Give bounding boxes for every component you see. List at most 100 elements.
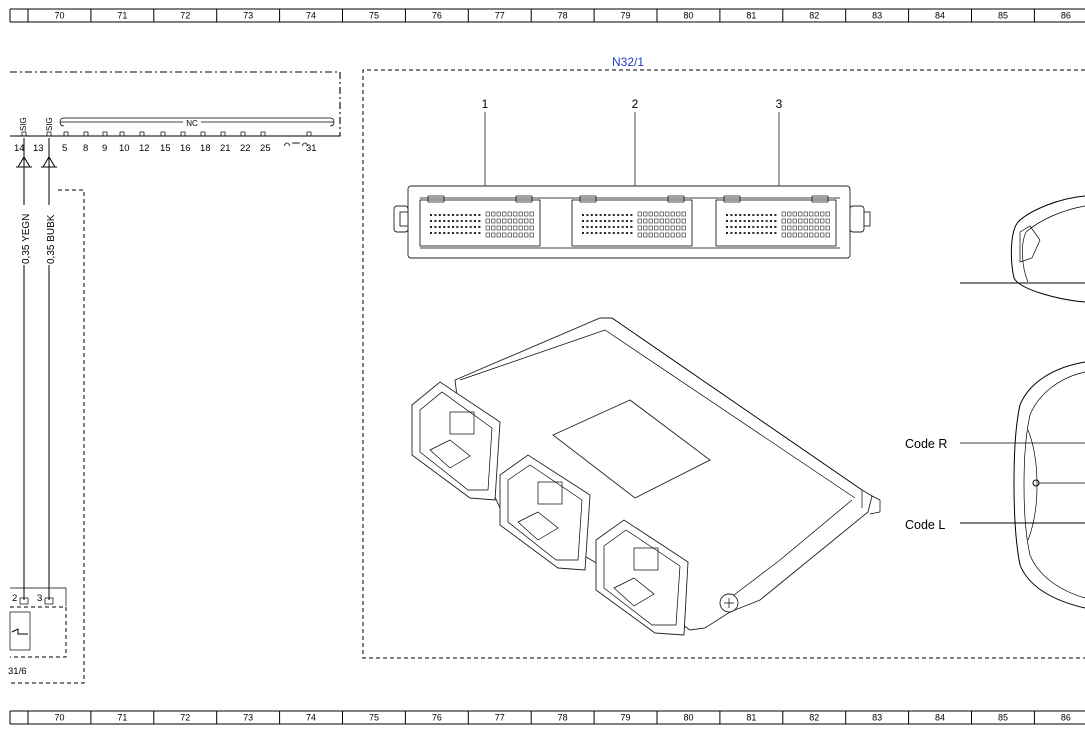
pin-dot — [582, 214, 584, 216]
pin-socket — [648, 211, 653, 217]
pin-dot — [748, 226, 750, 228]
pin-dot — [612, 232, 615, 234]
pin-socket — [787, 232, 792, 238]
connector-block-3 — [715, 199, 837, 247]
pin-socket — [648, 218, 653, 224]
pin-dot — [447, 214, 450, 216]
pin-dot — [434, 214, 437, 216]
pin-socket — [665, 232, 670, 238]
pin-dot — [604, 226, 606, 228]
pin-socket — [496, 218, 501, 224]
pin-dot — [599, 220, 602, 222]
pin-socket — [643, 232, 648, 238]
pin-dot — [734, 226, 737, 228]
pin-dot — [752, 220, 755, 222]
pin-dot — [739, 220, 742, 222]
pin-dot — [478, 220, 481, 222]
bottom-ruler-number: 74 — [306, 713, 316, 723]
bottom-ruler-number: 75 — [369, 713, 379, 723]
pin-socket — [781, 232, 786, 238]
pin-socket — [507, 232, 512, 238]
pin-socket — [496, 232, 501, 238]
pin-dot — [765, 214, 768, 216]
pin-dot — [734, 220, 737, 222]
module-boundary — [362, 69, 1085, 659]
pin-dot — [730, 220, 733, 222]
pin-socket — [803, 211, 808, 217]
pin-socket — [518, 232, 523, 238]
module-id-label[interactable]: N32/1 — [612, 55, 644, 69]
pin-dot — [586, 232, 589, 234]
pin-dot — [582, 226, 584, 228]
top-ruler-number: 70 — [54, 11, 64, 21]
pin-socket — [781, 211, 786, 217]
pin-socket — [491, 225, 496, 231]
pin-dot — [770, 226, 772, 228]
pin-dot — [430, 226, 432, 228]
pin-number: 9 — [102, 143, 107, 154]
top-ruler-number: 72 — [180, 11, 190, 21]
top-pin-numbers: 14 13 5 8 9 10 12 15 16 18 21 22 25 31 — [14, 143, 317, 154]
pin-dot — [761, 220, 764, 222]
pin-number: 16 — [180, 143, 191, 154]
pin-socket — [529, 232, 534, 238]
pin-socket — [485, 211, 490, 217]
top-ruler-number: 81 — [746, 11, 756, 21]
pin-socket — [485, 232, 490, 238]
pin-dot — [761, 214, 764, 216]
pin-socket — [787, 218, 792, 224]
pin-dot — [621, 220, 624, 222]
pin-socket — [648, 232, 653, 238]
pin-dot — [761, 232, 764, 234]
top-ruler-number: 80 — [683, 11, 693, 21]
pin-dot — [604, 220, 606, 222]
pin-number: 31 — [306, 143, 317, 154]
top-ruler-number: 86 — [1061, 11, 1071, 21]
ecu-connector-3 — [595, 519, 689, 636]
pin-dot — [770, 232, 772, 234]
pin-socket — [681, 225, 686, 231]
pin-dot — [730, 232, 733, 234]
pin-dot — [443, 220, 446, 222]
pin-dot — [743, 220, 746, 222]
top-ruler-number: 82 — [809, 11, 819, 21]
pin-dot — [612, 214, 615, 216]
pin-dot — [456, 232, 459, 234]
pin-socket — [529, 211, 534, 217]
vehicle-top-silhouette — [960, 361, 1085, 609]
pin-socket — [814, 218, 819, 224]
pin-dot — [748, 220, 750, 222]
pin-socket — [792, 232, 797, 238]
pin-socket — [496, 211, 501, 217]
pin-socket — [825, 232, 830, 238]
bottom-ruler-number: 81 — [746, 713, 756, 723]
bottom-ruler-number: 77 — [495, 713, 505, 723]
pin-dot — [434, 226, 437, 228]
pin-dot — [774, 214, 777, 216]
component-id-label: 31/6 — [8, 666, 27, 677]
pin-dot — [617, 226, 620, 228]
pin-dot — [621, 226, 624, 228]
pin-dot — [774, 226, 777, 228]
pin-dot — [590, 214, 593, 216]
bottom-ruler-number: 85 — [998, 713, 1008, 723]
sensor-point-icon — [1032, 479, 1040, 487]
bottom-ruler-number: 70 — [54, 713, 64, 723]
pin-dot — [748, 232, 750, 234]
pin-dot — [739, 214, 742, 216]
pin-socket — [637, 218, 642, 224]
pin-socket — [825, 225, 830, 231]
pin-number: 2 — [12, 593, 17, 604]
pin-dot — [465, 232, 468, 234]
top-ruler-number: 85 — [998, 11, 1008, 21]
pin-dot — [595, 232, 598, 234]
pin-socket — [798, 211, 803, 217]
ecu-label-plate — [552, 399, 711, 499]
pin-socket — [820, 218, 825, 224]
pin-dot — [469, 226, 472, 228]
bottom-ruler-number: 84 — [935, 713, 945, 723]
pin-dot — [590, 232, 593, 234]
pin-socket — [681, 211, 686, 217]
top-ruler-number: 75 — [369, 11, 379, 21]
